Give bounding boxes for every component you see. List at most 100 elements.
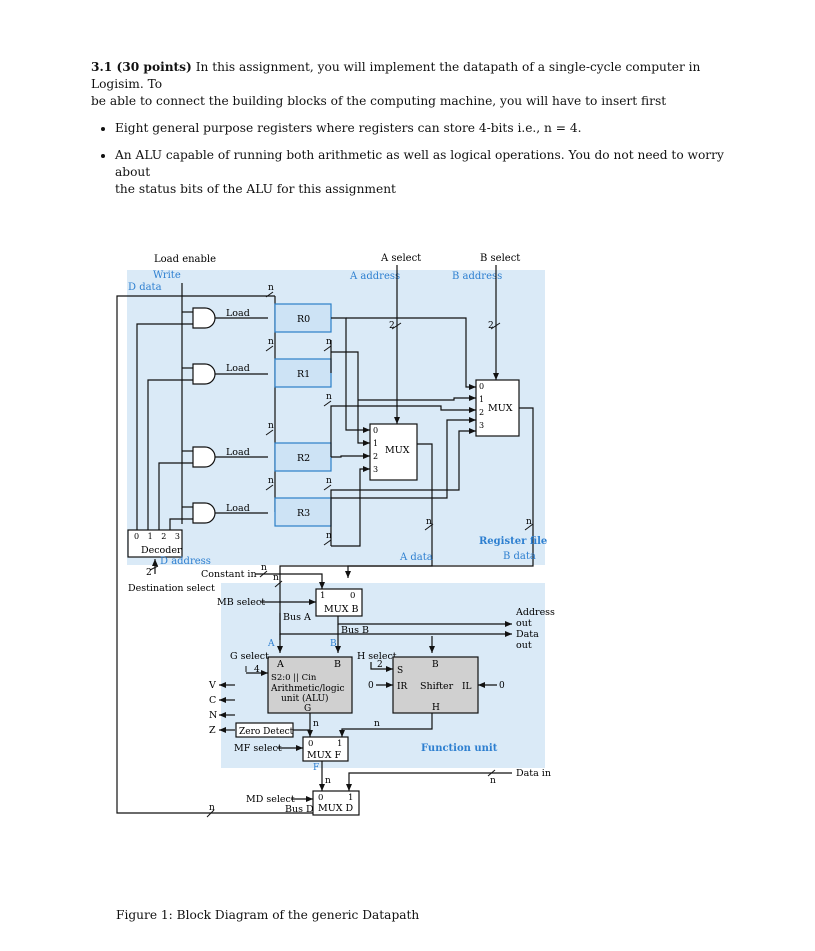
register-r1-label: R1 — [297, 369, 310, 380]
and-gate-3 — [192, 502, 216, 524]
address-out-label: Address — [515, 607, 555, 618]
b-select-width: 2 — [488, 321, 494, 331]
alu-name-line2: unit (ALU) — [281, 693, 329, 704]
alu-g-width: n — [313, 719, 319, 729]
b-data-label: B data — [503, 551, 536, 562]
register-file-label: Register file — [479, 536, 547, 547]
alu-a-label: A — [276, 659, 284, 670]
mux-f-output-label: F — [313, 763, 319, 773]
flag-n: N — [209, 710, 217, 721]
mux-b-input-0: 0 — [479, 382, 484, 391]
b-address-label: B address — [452, 271, 502, 282]
intro-paragraph: 3.1 (30 points) In this assignment, you … — [91, 59, 731, 110]
shifter-s-label: S — [397, 666, 403, 676]
a-select-width: 2 — [389, 321, 395, 331]
requirement-alu-text-2: the status bits of the ALU for this assi… — [115, 182, 396, 196]
alu-b-label: B — [334, 659, 341, 670]
function-unit-label: Function unit — [421, 743, 498, 754]
a-address-label: A address — [349, 271, 400, 282]
data-out-sub: out — [516, 640, 532, 651]
intro-sentence-2: be able to connect the building blocks o… — [91, 94, 667, 108]
and-gate-2 — [192, 446, 216, 468]
shifter-il-zero: 0 — [499, 681, 505, 691]
a-data-width: n — [426, 517, 432, 527]
h-select-width: 2 — [377, 660, 383, 670]
status-flags: V C N Z — [208, 680, 235, 736]
shifter-il-label: IL — [462, 682, 472, 692]
bus-d-width: n — [209, 803, 215, 813]
register-r0-label: R0 — [297, 314, 310, 325]
requirement-registers-text: Eight general purpose registers where re… — [115, 121, 582, 135]
g-select-width: 4 — [254, 665, 260, 675]
mf-select-label: MF select — [234, 743, 282, 754]
mux-f-box — [302, 736, 349, 762]
shifter-zero-in: 0 — [368, 681, 374, 691]
destination-select-label: Destination select — [128, 583, 215, 594]
data-out-label: Data — [516, 629, 539, 640]
svg-text:n: n — [326, 337, 332, 347]
svg-text:n: n — [268, 421, 274, 431]
register-r2-label: R2 — [297, 453, 310, 464]
g-select-label: G select — [230, 651, 269, 662]
shifter-out-width: n — [374, 719, 380, 729]
bus-d-label: Bus D — [285, 804, 314, 815]
mux-a-input-1: 1 — [373, 439, 378, 448]
mux-b-input-3: 3 — [479, 421, 484, 430]
mux-b-input-1: 1 — [479, 395, 484, 404]
svg-text:n: n — [326, 392, 332, 402]
intro-sentence-1: In this assignment, you will implement t… — [91, 60, 701, 91]
shifter-b-label: B — [432, 660, 439, 670]
svg-text:n: n — [326, 476, 332, 486]
load-label-3: Load — [226, 503, 250, 514]
svg-text:n: n — [326, 531, 332, 541]
b-select-label: B select — [480, 253, 520, 264]
mux-d-label: MUX D — [318, 803, 354, 814]
mux-f-label: MUX F — [307, 750, 342, 761]
a-data-label: A data — [399, 552, 433, 563]
h-select-label: H select — [357, 651, 397, 662]
flag-c: C — [209, 695, 216, 706]
d-address-width: 2 — [146, 568, 152, 578]
bus-a-label: Bus A — [283, 612, 311, 623]
alu-select-label: S2:0 || Cin — [271, 673, 317, 683]
constant-in-label: Constant in — [201, 569, 257, 580]
alu-name-line1: Arithmetic/logic — [270, 684, 345, 694]
d-data-label: D data — [128, 282, 162, 293]
intro-heading: 3.1 (30 points) — [91, 60, 192, 74]
md-select-label: MD select — [246, 794, 295, 805]
data-in-label: Data in — [516, 768, 551, 779]
register-r3 — [274, 497, 332, 527]
shifter-ir-label: IR — [397, 682, 408, 692]
figure-caption: Figure 1: Block Diagram of the generic D… — [116, 908, 420, 922]
and-gate-1 — [192, 363, 216, 385]
address-out-sub: out — [516, 618, 532, 629]
mux-a-box — [369, 423, 418, 481]
load-label-0: Load — [226, 308, 250, 319]
mux-a-input-2: 2 — [373, 452, 378, 461]
write-label: Write — [153, 270, 181, 281]
alu-b-blue: B — [330, 639, 337, 649]
register-r3-label: R3 — [297, 508, 310, 519]
mux-f-width: n — [325, 776, 331, 786]
mux-f-input-1: 1 — [337, 739, 342, 749]
and-gate-0 — [192, 307, 216, 329]
register-r0 — [274, 303, 332, 333]
flag-v: V — [208, 680, 216, 691]
load-enable-label: Load enable — [154, 254, 216, 265]
requirement-alu-text-1: An ALU capable of running both arithmeti… — [115, 148, 724, 179]
mux-a-input-3: 3 — [373, 465, 378, 474]
decoder-outputs-label: 0 1 2 3 — [134, 532, 183, 541]
mux-f-input-0: 0 — [308, 739, 313, 749]
bus-d-loop-wire — [116, 295, 313, 814]
load-label-2: Load — [226, 447, 250, 458]
alu-g-label: G — [304, 704, 311, 714]
mux-b-label: MUX B — [324, 604, 359, 615]
mux-d-box — [312, 790, 360, 816]
shifter-box — [392, 656, 479, 714]
mux-b-regfile-label: MUX — [488, 403, 513, 414]
mux-b-input-1-label: 1 — [320, 591, 325, 601]
data-in-width: n — [490, 776, 496, 786]
mux-d-input-1: 1 — [348, 793, 353, 803]
b-data-width: n — [526, 517, 532, 527]
